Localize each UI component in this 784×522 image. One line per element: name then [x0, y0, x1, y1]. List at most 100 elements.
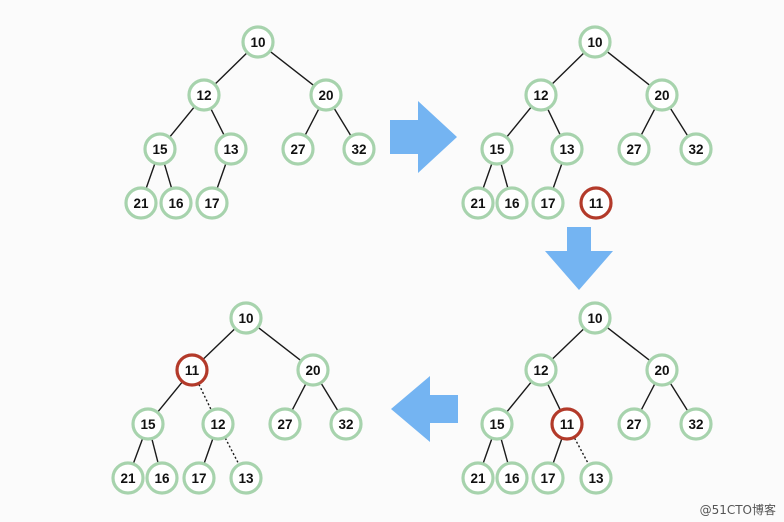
heap-node-21: 21 — [124, 186, 158, 220]
node-circle — [201, 407, 235, 441]
node-label: 27 — [290, 142, 305, 157]
node-circle — [175, 353, 209, 387]
edge-10-12 — [552, 328, 584, 360]
heap-node-27: 27 — [617, 407, 651, 441]
node-circle — [645, 78, 679, 112]
node-circle — [143, 132, 177, 166]
heap-node-20: 20 — [645, 353, 679, 387]
edge-20-32 — [333, 108, 352, 136]
arrow-left — [391, 376, 458, 442]
edge-10-11 — [203, 328, 235, 360]
node-label: 10 — [238, 311, 253, 326]
node-circle — [579, 461, 613, 495]
node-label: 21 — [120, 471, 136, 486]
node-label: 11 — [589, 196, 604, 211]
heap-node-20: 20 — [296, 353, 330, 387]
heap-node-20: 20 — [645, 78, 679, 112]
node-circle — [579, 186, 613, 220]
node-circle — [524, 78, 558, 112]
node-circle — [111, 461, 145, 495]
heap-node-10: 10 — [578, 25, 612, 59]
node-circle — [531, 461, 565, 495]
edge-12-11 — [547, 384, 561, 410]
edge-13-17 — [216, 163, 227, 189]
node-circle — [131, 407, 165, 441]
node-label: 15 — [489, 142, 505, 157]
heap-node-32: 32 — [329, 407, 363, 441]
node-label: 16 — [504, 196, 520, 211]
heap-node-13: 13 — [229, 461, 263, 495]
edge-15-21 — [132, 438, 144, 464]
node-label: 15 — [489, 417, 505, 432]
heap-node-10: 10 — [229, 301, 263, 335]
heap-node-27: 27 — [281, 132, 315, 166]
heap-node-15: 15 — [143, 132, 177, 166]
node-circle — [578, 25, 612, 59]
heap-node-17: 17 — [182, 461, 216, 495]
node-circle — [495, 461, 529, 495]
edge-15-16 — [500, 164, 509, 188]
node-label: 13 — [223, 142, 239, 157]
heap-node-15: 15 — [131, 407, 165, 441]
node-circle — [480, 407, 514, 441]
node-label: 15 — [140, 417, 156, 432]
node-label: 17 — [540, 471, 555, 486]
heap-node-17: 17 — [195, 186, 229, 220]
node-label: 15 — [152, 142, 168, 157]
edge-10-12 — [551, 52, 585, 85]
edge-10-20 — [258, 327, 301, 361]
edge-15-16 — [500, 439, 509, 463]
heap-node-11: 11 — [175, 353, 209, 387]
node-circle — [645, 353, 679, 387]
node-circle — [329, 407, 363, 441]
node-circle — [182, 461, 216, 495]
node-label: 32 — [351, 142, 366, 157]
heap-node-16: 16 — [495, 186, 529, 220]
node-label: 20 — [305, 363, 320, 378]
edge-13-17 — [552, 163, 563, 189]
heap-node-27: 27 — [268, 407, 302, 441]
node-label: 32 — [338, 417, 353, 432]
node-circle — [461, 461, 495, 495]
node-circle — [578, 301, 612, 335]
heap-node-11: 11 — [579, 186, 613, 220]
arrow-right — [390, 101, 457, 173]
edge-15-21 — [482, 438, 493, 464]
node-circle — [241, 25, 275, 59]
node-label: 20 — [654, 363, 669, 378]
edge-11-15 — [157, 381, 183, 413]
heap-node-13: 13 — [550, 132, 584, 166]
heap-node-10: 10 — [578, 301, 612, 335]
edge-15-21 — [482, 163, 493, 189]
edge-12-13 — [224, 437, 240, 465]
node-label: 20 — [654, 88, 669, 103]
node-circle — [550, 407, 584, 441]
heap-node-21: 21 — [111, 461, 145, 495]
node-label: 17 — [191, 471, 206, 486]
edge-10-12 — [214, 52, 248, 85]
heap-node-21: 21 — [461, 186, 495, 220]
heap-node-16: 16 — [495, 461, 529, 495]
node-label: 17 — [204, 196, 219, 211]
watermark: @51CTO博客 — [699, 503, 776, 517]
edge-12-13 — [547, 109, 561, 135]
node-circle — [229, 461, 263, 495]
node-circle — [145, 461, 179, 495]
node-label: 20 — [318, 88, 333, 103]
node-label: 17 — [540, 196, 555, 211]
heap-node-12: 12 — [524, 78, 558, 112]
node-circle — [296, 353, 330, 387]
edge-15-16 — [151, 439, 159, 463]
node-label: 16 — [504, 471, 520, 486]
edge-20-27 — [640, 383, 656, 411]
edge-20-27 — [304, 108, 320, 136]
edge-20-27 — [640, 108, 656, 136]
node-circle — [229, 301, 263, 335]
heap-node-32: 32 — [679, 132, 713, 166]
arrow-down — [545, 227, 613, 290]
node-label: 13 — [588, 471, 604, 486]
